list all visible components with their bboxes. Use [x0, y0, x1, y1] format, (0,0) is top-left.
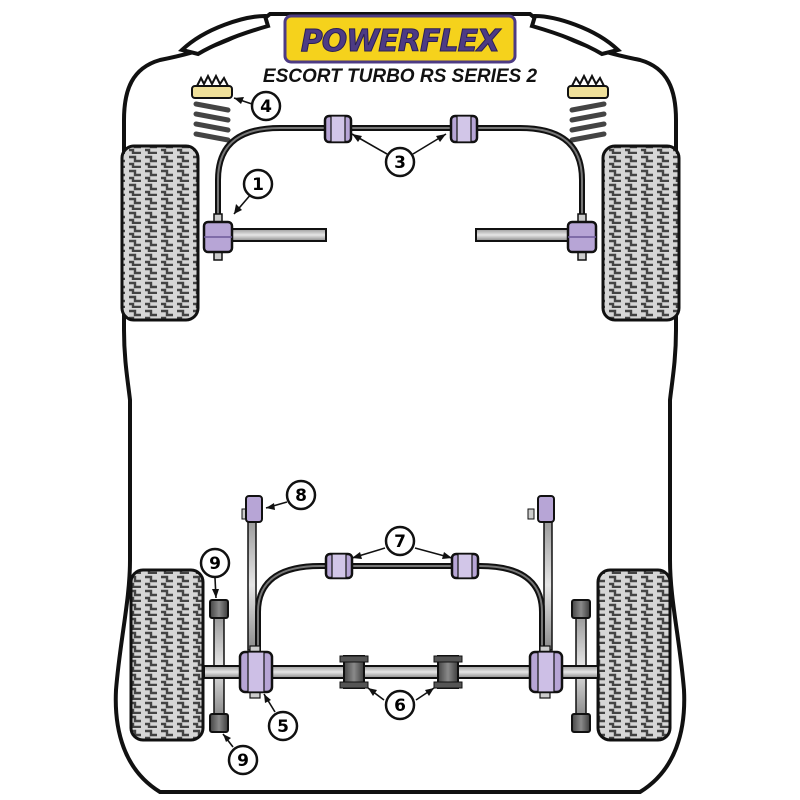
rear-arb-mount-right — [450, 552, 480, 580]
front-arm-right — [475, 228, 573, 242]
callout-9-top: 9 — [199, 547, 231, 579]
front-arm-bushing-right — [566, 213, 598, 261]
svg-text:6: 6 — [394, 696, 406, 716]
front-arm-left — [229, 228, 327, 242]
rear-mount-bush-right — [433, 655, 463, 689]
svg-text:1: 1 — [252, 175, 264, 195]
rear-arb-mount-left — [324, 552, 354, 580]
callout-7: 7 — [384, 525, 416, 557]
front-arm-bushing-left — [202, 213, 234, 261]
rear-drop-link-left — [241, 495, 263, 651]
callout-3: 3 — [384, 146, 416, 178]
rear-cross-member — [203, 665, 599, 679]
wheel-rear-left — [129, 568, 205, 742]
callout-8: 8 — [285, 479, 317, 511]
rear-drop-link-right — [527, 495, 555, 651]
windscreen-left — [177, 13, 271, 57]
logo-text: POWERFLEX — [301, 24, 502, 59]
front-arb-mount-left — [323, 114, 353, 144]
callout-1: 1 — [242, 168, 274, 200]
svg-text:9: 9 — [209, 554, 221, 574]
svg-text:9: 9 — [237, 751, 249, 771]
wheel-rear-right — [596, 568, 672, 742]
rear-mount-bush-left — [339, 655, 369, 689]
front-spring-left — [191, 73, 233, 143]
windscreen-right — [529, 13, 623, 57]
powerflex-logo: POWERFLEX — [283, 14, 517, 64]
wheel-front-right — [601, 144, 681, 322]
svg-text:8: 8 — [295, 486, 307, 506]
callout-4: 4 — [250, 90, 282, 122]
rear-arm-bushing-left — [238, 645, 274, 699]
svg-text:5: 5 — [277, 717, 289, 737]
diagram-subtitle: ESCORT TURBO RS SERIES 2 — [263, 66, 538, 87]
wheel-front-left — [120, 144, 200, 322]
svg-text:3: 3 — [394, 153, 406, 173]
svg-text:7: 7 — [394, 532, 406, 552]
callout-5: 5 — [267, 710, 299, 742]
callout-9-bottom: 9 — [227, 744, 259, 776]
front-spring-right — [567, 73, 609, 143]
callout-arrowheads — [212, 97, 452, 742]
front-arb-mount-right — [449, 114, 479, 144]
svg-text:4: 4 — [260, 97, 272, 117]
callout-6: 6 — [384, 689, 416, 721]
rear-arm-bushing-right — [528, 645, 564, 699]
